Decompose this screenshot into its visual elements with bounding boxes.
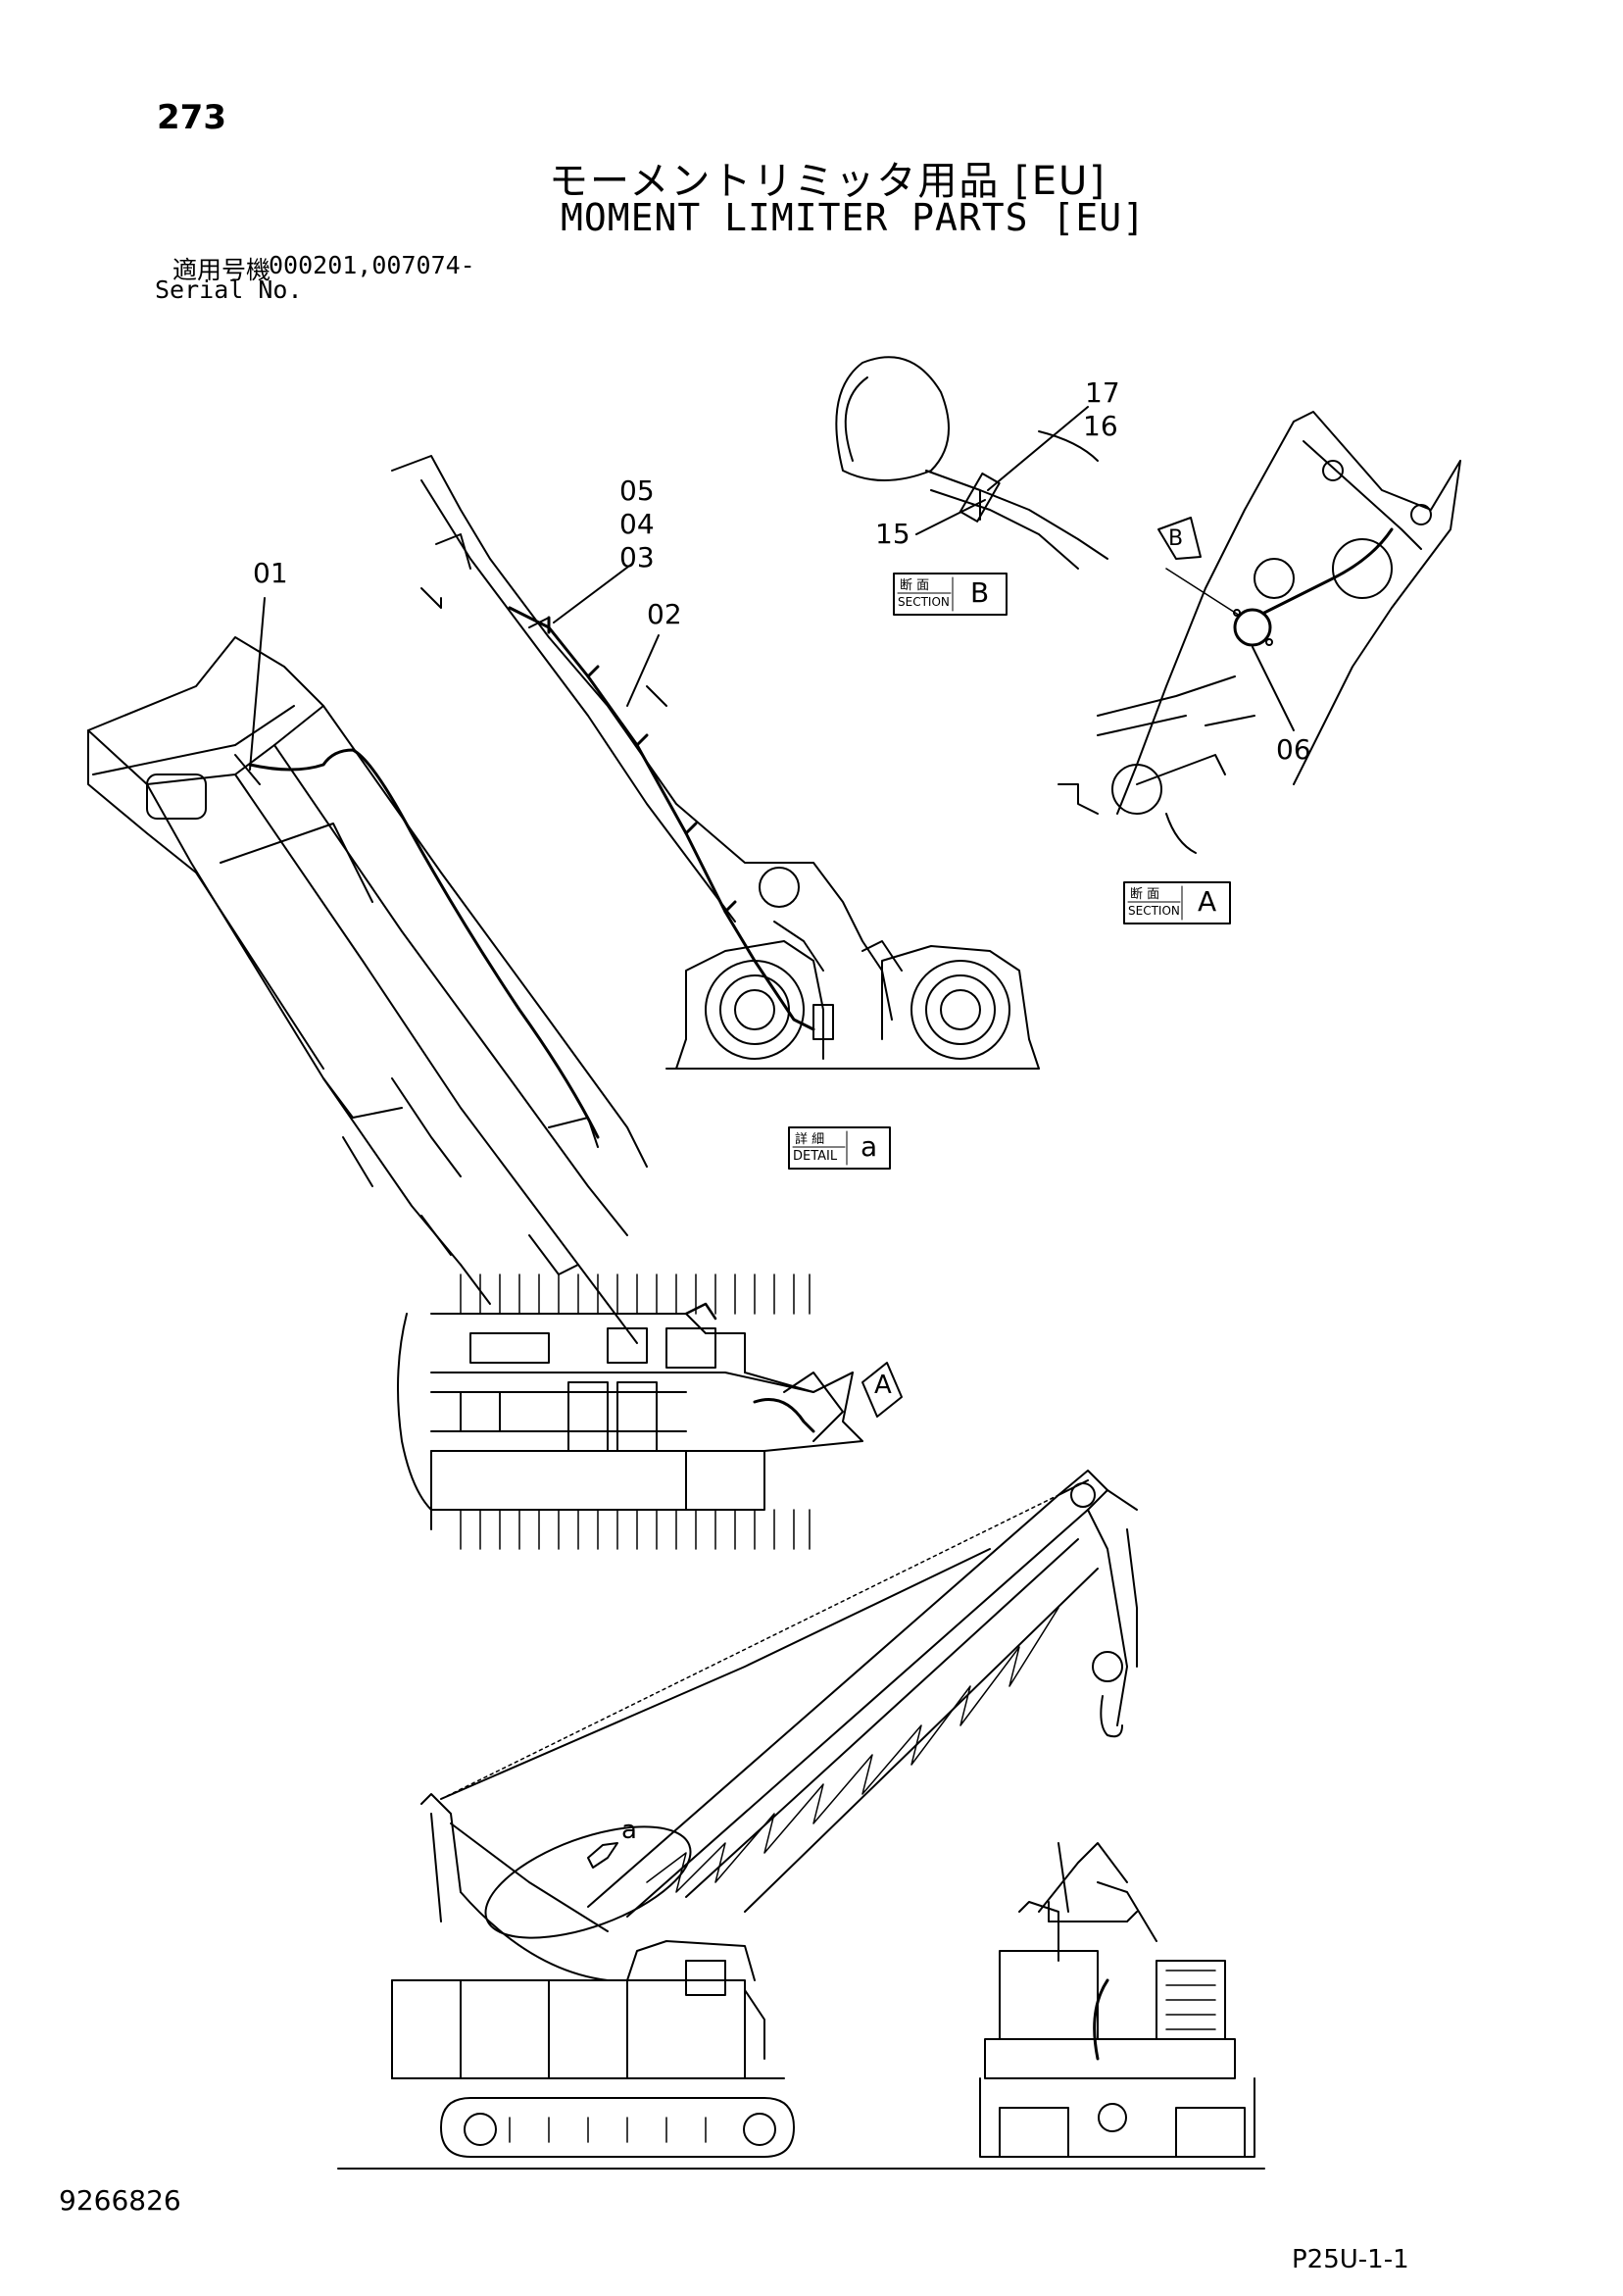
page-title-english: MOMENT LIMITER PARTS [EU] <box>561 196 1146 239</box>
callout-17: 17 <box>1085 376 1120 409</box>
crane-top-view-drawing <box>397 1273 903 1550</box>
section-a-label-ja: 断 面 <box>1130 887 1160 902</box>
callout-03: 03 <box>619 541 655 574</box>
view-arrow-b-label: B <box>1168 526 1184 551</box>
crane-rear-view-drawing <box>979 1842 1255 2158</box>
section-a-letter: A <box>1198 885 1217 918</box>
section-b-label-ja: 断 面 <box>900 578 930 593</box>
serial-label-english: Serial No. <box>155 275 303 304</box>
section-b-label-box <box>893 573 1008 616</box>
callout-02: 02 <box>647 598 682 630</box>
callout-06: 06 <box>1276 733 1311 766</box>
detail-a-label-box <box>788 1126 891 1170</box>
detail-a-letter: a <box>861 1130 878 1163</box>
view-arrow-a-label: A <box>874 1371 892 1400</box>
plate-code: P25U-1-1 <box>1292 2245 1409 2274</box>
detail-a-label-en: DETAIL <box>793 1149 838 1164</box>
callout-05: 05 <box>619 474 655 507</box>
callout-04: 04 <box>619 508 655 540</box>
callout-16: 16 <box>1083 410 1118 442</box>
page-number: 273 <box>157 98 226 137</box>
boom-base-frame-drawing <box>87 597 648 1344</box>
section-a-label-en: SECTION <box>1128 904 1180 918</box>
crane-side-view-drawing <box>337 1470 1265 2170</box>
section-a-drawing <box>1057 411 1461 854</box>
section-b-label-en: SECTION <box>898 595 950 609</box>
boom-foot-detail-drawing <box>391 455 1040 1070</box>
callout-15: 15 <box>875 518 910 550</box>
page-title-japanese: モーメントリミッタ用品 [EU] <box>549 159 1107 204</box>
section-b-drawing <box>835 356 1108 570</box>
section-b-letter: B <box>970 576 990 609</box>
serial-label-japanese: 適用号機 <box>172 256 271 284</box>
serial-number-range: 000201,007074- <box>269 251 475 279</box>
detail-pointer-label: a <box>621 1816 637 1845</box>
section-a-label-box <box>1123 881 1231 924</box>
detail-a-label-ja: 詳 細 <box>795 1132 825 1147</box>
callout-01: 01 <box>253 557 288 589</box>
document-number: 9266826 <box>59 2184 181 2217</box>
